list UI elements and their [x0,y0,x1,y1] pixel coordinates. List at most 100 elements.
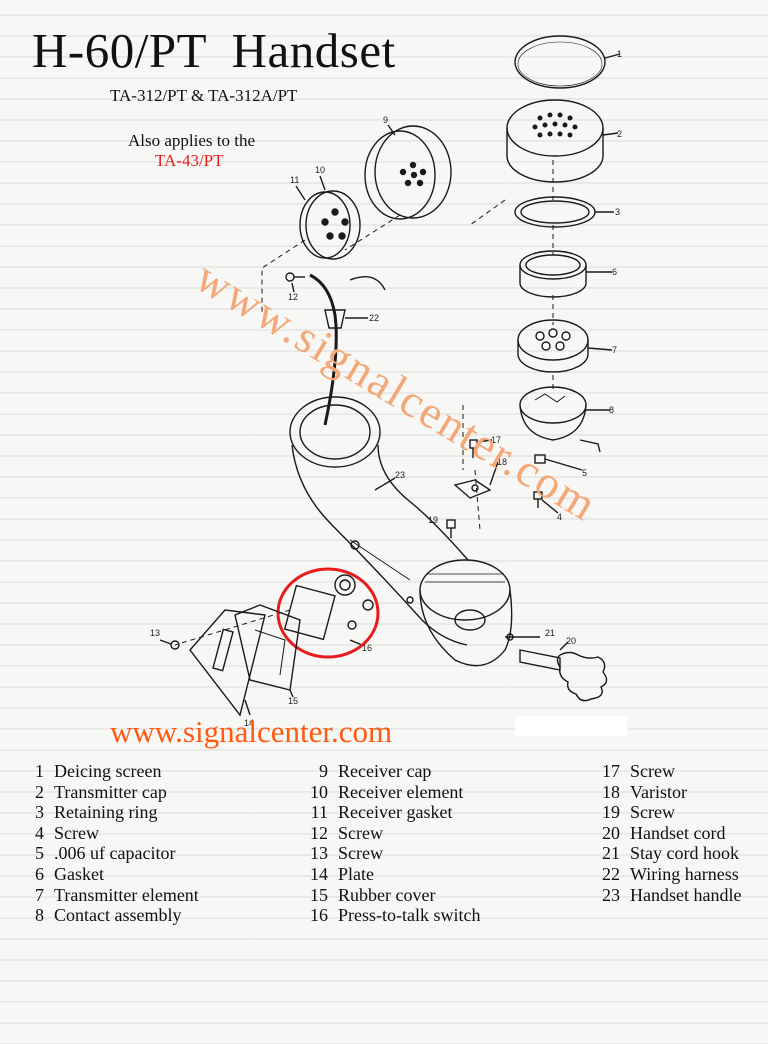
legend-item-label: Deicing screen [54,761,162,781]
part-handset-handle [289,396,469,646]
legend-item-label: Retaining ring [54,802,158,823]
part-receiver-cap [364,124,452,220]
callout-18: 18 [497,457,507,467]
part-gasket [519,250,612,298]
part-receiver-element [295,175,361,260]
callout-6: 6 [612,267,617,277]
legend-item-number: 2 [35,781,44,802]
legend-item-number: 19 [602,802,620,823]
legend-item: 23 Handset handle [590,885,741,906]
legend-item-number: 4 [35,822,44,843]
legend-item-label: Plate [338,863,374,884]
page-title: H-60/PT Handset [32,23,396,78]
part-transmitter-element [517,319,613,373]
callout-2: 2 [617,129,622,139]
legend-item-number: 15 [310,884,328,905]
callout-10: 10 [315,165,325,175]
callout-14: 14 [244,718,254,728]
part-wiring-harness [309,273,386,426]
callout-12: 12 [288,292,298,302]
callout-16: 16 [362,643,372,653]
legend-item-number: 17 [602,761,620,781]
legend-item-label: Rubber cover [338,884,436,905]
legend-item-number: 11 [310,802,328,823]
legend-item: 5.006 uf capacitor [20,843,199,864]
part-capacitor [534,454,583,471]
also-applies-text: Also applies to the [128,131,256,150]
watermark-bottom: www.signalcenter.com [110,714,393,749]
callout-3: 3 [615,207,620,217]
part-transmitter-housing [419,559,513,667]
legend-item-label: Gasket [54,863,104,884]
legend-item-label: Screw [338,822,383,843]
legend-item: 6 Gasket [20,864,199,885]
legend-item-label: Stay cord hook [630,843,739,864]
legend-item: 11 Receiver gasket [298,802,480,823]
callout-4: 4 [557,512,562,522]
legend-item-number: 22 [602,863,620,884]
legend-item-number: 10 [310,781,328,802]
legend-item: 19 Screw [590,802,741,823]
callout-5: 5 [582,468,587,478]
callout-22: 22 [369,313,379,323]
legend-item-label: Handset cord [630,822,726,843]
legend-item-label: Screw [630,761,675,781]
legend-item-number: 9 [319,761,328,781]
callout-9: 9 [383,115,388,125]
callout-17: 17 [491,435,501,445]
part-handset-cord [519,641,608,702]
legend-item: 21 Stay cord hook [590,843,741,864]
legend-item-label: Transmitter element [54,884,199,905]
callout-8: 8 [609,405,614,415]
callout-21: 21 [545,628,555,638]
part-transmitter-cap [506,99,619,183]
legend-item-number: 5 [35,843,44,864]
legend-item-number: 12 [310,822,328,843]
legend-item-label: Screw [630,802,675,823]
legend-item-label: Screw [338,843,383,864]
callout-23: 23 [395,470,405,480]
legend-item-number: 23 [602,884,620,905]
legend-item: 3 Retaining ring [20,802,199,823]
legend-item-number: 6 [35,863,44,884]
white-patch [515,716,627,736]
part-rubber-cover [234,604,301,698]
exploded-parts-diagram: 1 2 3 4 5 6 7 8 9 10 11 12 13 14 15 16 1… [150,35,622,728]
legend-item-number: 13 [310,843,328,864]
legend-item: 12 Screw [298,823,480,844]
legend-item-label: Receiver element [338,781,464,802]
legend-item-number: 3 [35,802,44,823]
part-screw-19 [446,519,456,538]
part-plate [189,609,266,717]
legend-item-label: Screw [54,822,99,843]
legend-item-label: Wiring harness [630,863,739,884]
legend-item-label: Handset handle [630,884,742,905]
part-press-to-talk-switch [283,574,374,646]
legend-item: 20 Handset cord [590,823,741,844]
legend-item-label: Receiver gasket [338,802,453,823]
legend-item-number: 21 [602,843,620,864]
legend-item: 4 Screw [20,823,199,844]
legend-item: 13 Screw [298,843,480,864]
part-deicing-screen [514,35,621,89]
callout-1: 1 [617,49,622,59]
callout-15: 15 [288,696,298,706]
legend-item: 15 Rubber cover [298,885,480,906]
part-screw-17 [469,439,493,458]
legend-item: 10 Receiver element [298,782,480,803]
subtitle: TA-312/PT & TA-312A/PT [110,86,298,105]
legend-item-number: 16 [310,905,328,926]
part-screw-4 [533,491,559,514]
also-applies-model: TA-43/PT [155,151,224,170]
legend-item-label: Contact assembly [54,905,182,926]
legend-item-number: 20 [602,822,620,843]
